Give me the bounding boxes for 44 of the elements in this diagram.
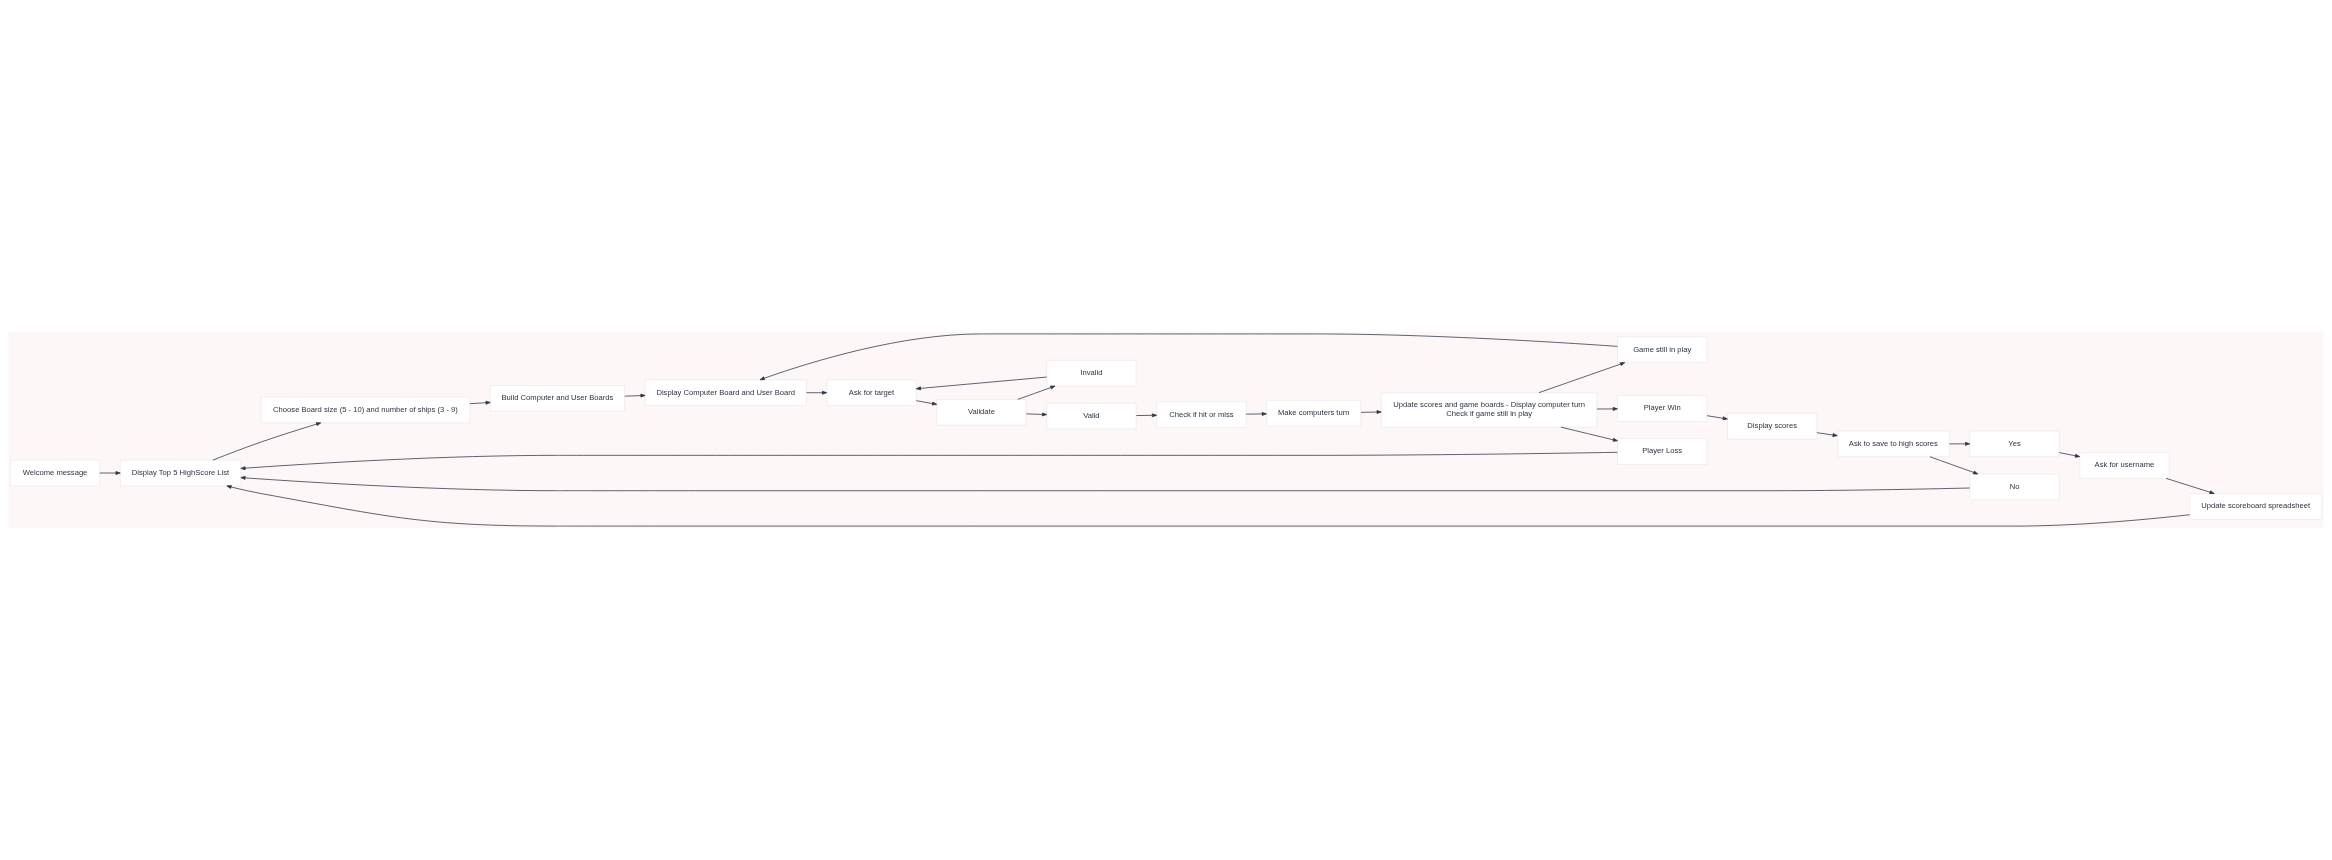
node-box: Valid: [1046, 403, 1137, 430]
node-box: Ask for target: [826, 379, 917, 406]
arrow: [1017, 385, 1056, 400]
node-box: Build Computer and User Boards: [490, 385, 625, 412]
arrow: [1245, 412, 1267, 416]
node-box: Game still in play: [1617, 336, 1708, 363]
node-box: Display scores: [1727, 413, 1818, 440]
arrow: [1135, 413, 1157, 418]
arrow: [226, 485, 2191, 527]
node-box: Validate: [936, 399, 1027, 426]
node-box: Update scores and game boards - Display computer turn Check if game still in play: [1381, 392, 1598, 428]
arrow: [240, 451, 1618, 471]
node-box: Welcome message: [10, 459, 100, 487]
arrow: [1949, 442, 1971, 446]
node-box: Ask to save to high scores: [1837, 430, 1950, 457]
node-box: Player Loss: [1617, 438, 1708, 465]
node-box: Ask for username: [2079, 452, 2170, 479]
arrow: [240, 476, 1971, 492]
node-box: Player Win: [1617, 395, 1708, 422]
arrow: [1929, 456, 1979, 475]
node-box: Display Computer Board and User Board: [644, 379, 807, 406]
arrow: [1596, 407, 1618, 411]
arrow: [99, 471, 121, 475]
arrow: [1816, 432, 1838, 437]
arrow: [1706, 415, 1728, 421]
arrow: [759, 333, 1618, 381]
arrow: [915, 376, 1048, 391]
node-box: Yes: [1969, 430, 2060, 457]
node-box: Make computers turn: [1266, 400, 1362, 427]
arrow: [1360, 410, 1382, 414]
node-box: Update scoreboard spreadsheet: [2189, 493, 2322, 520]
node-box: Check if hit or miss: [1156, 401, 1247, 428]
node-box: No: [1969, 473, 2060, 501]
arrow: [2058, 452, 2081, 458]
arrow: [469, 400, 491, 405]
arrow: [915, 400, 938, 406]
arrow: [1560, 426, 1618, 442]
arrow: [624, 393, 646, 398]
arrow: [806, 390, 828, 395]
arrow: [2165, 477, 2215, 495]
arrow: [1538, 362, 1626, 394]
node-box: Invalid: [1046, 359, 1137, 387]
arrow: [1025, 412, 1048, 417]
arrow: [212, 422, 322, 461]
